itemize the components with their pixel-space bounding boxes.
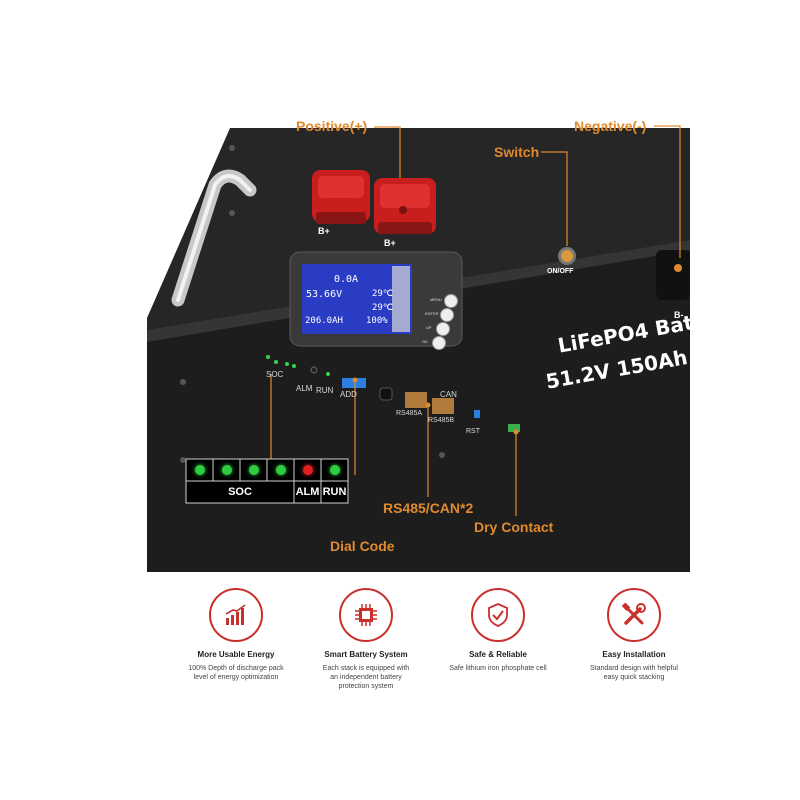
- shield-check-icon: [471, 588, 525, 642]
- feature-title: Safe & Reliable: [469, 650, 527, 659]
- lcd-button-ok[interactable]: [432, 336, 446, 350]
- rs485b-port: [432, 398, 454, 414]
- callout-switch: Switch: [494, 144, 540, 160]
- lcd-button-enter[interactable]: [440, 308, 454, 322]
- feature-desc: Safe lithium iron phosphate cell: [449, 665, 547, 672]
- indicator-label-soc: SOC: [228, 486, 252, 498]
- feature-easy-installation: Easy Installation Standard design with h…: [554, 588, 714, 682]
- lcd-label-ok: OK: [422, 339, 428, 344]
- panel-label-rs485a: RS485A: [396, 410, 423, 417]
- panel-label-soc: SOC: [266, 370, 284, 379]
- negative-terminal: [656, 250, 690, 300]
- chip-icon: [339, 588, 393, 642]
- indicator-led: [330, 465, 340, 475]
- callout-rs485-can: RS485/CAN*2: [383, 500, 474, 516]
- bar-chart-icon: [209, 588, 263, 642]
- feature-desc: 100% Depth of discharge pack level of en…: [188, 665, 284, 681]
- terminal-label-b-plus-1: B+: [318, 226, 330, 236]
- lcd-capacity: 206.0AH: [305, 316, 343, 326]
- lcd-button-up[interactable]: [436, 322, 450, 336]
- power-switch: [558, 247, 576, 265]
- indicator-label-alm: ALM: [295, 486, 320, 498]
- switch-label-on-off: ON/OFF: [547, 268, 574, 275]
- panel-label-rst: RST: [466, 428, 480, 435]
- panel-label-add: ADD: [340, 390, 357, 399]
- tools-icon: [607, 588, 661, 642]
- feature-usable-energy: More Usable Energy 100% Depth of dischar…: [156, 588, 316, 682]
- lcd-voltage: 53.66V: [306, 289, 343, 300]
- rs485a-port: [405, 392, 427, 408]
- indicator-label-run: RUN: [322, 486, 347, 498]
- indicator-led: [303, 465, 313, 475]
- panel-label-can: CAN: [440, 390, 457, 399]
- feature-title: Easy Installation: [602, 650, 666, 659]
- lcd-label-menu: MENU: [430, 297, 442, 302]
- callout-positive: Positive(+): [296, 118, 368, 134]
- indicator-led: [222, 465, 232, 475]
- indicator-led: [249, 465, 259, 475]
- feature-safe-reliable: Safe & Reliable Safe lithium iron phosph…: [418, 588, 578, 673]
- terminal-label-b-minus: B-: [674, 310, 684, 320]
- feature-title: More Usable Energy: [197, 650, 275, 659]
- panel-label-rs485b: RS485B: [428, 417, 455, 424]
- lcd-current: 0.0A: [334, 274, 359, 285]
- dial-code-switch: [342, 378, 366, 388]
- callout-dry-contact: Dry Contact: [474, 519, 554, 535]
- indicator-led: [195, 465, 205, 475]
- dry-contact-port: [508, 424, 520, 432]
- positive-terminal-2: [374, 178, 436, 234]
- feature-desc: Standard design with helpful easy quick …: [590, 665, 678, 681]
- lcd-percentage: 100%: [366, 316, 388, 326]
- panel-label-alm: ALM: [296, 384, 313, 393]
- lcd-label-up: UP: [426, 325, 432, 330]
- panel-label-run: RUN: [316, 386, 334, 395]
- lcd-button-menu[interactable]: [444, 294, 458, 308]
- feature-title: Smart Battery System: [324, 650, 408, 659]
- terminal-label-b-plus-2: B+: [384, 238, 396, 248]
- callout-dial-code: Dial Code: [330, 538, 395, 554]
- positive-terminal-1: [312, 170, 370, 224]
- feature-smart-bms: Smart Battery System Each stack is equip…: [286, 588, 446, 691]
- lcd-temp-2: 29℃: [372, 303, 393, 313]
- lcd-temp-1: 29℃: [372, 289, 393, 299]
- indicator-led: [276, 465, 286, 475]
- callout-negative: Negative(-): [574, 118, 647, 134]
- feature-desc: Each stack is equipped with an independe…: [322, 665, 410, 690]
- lcd-label-enter: ENTER: [425, 311, 439, 316]
